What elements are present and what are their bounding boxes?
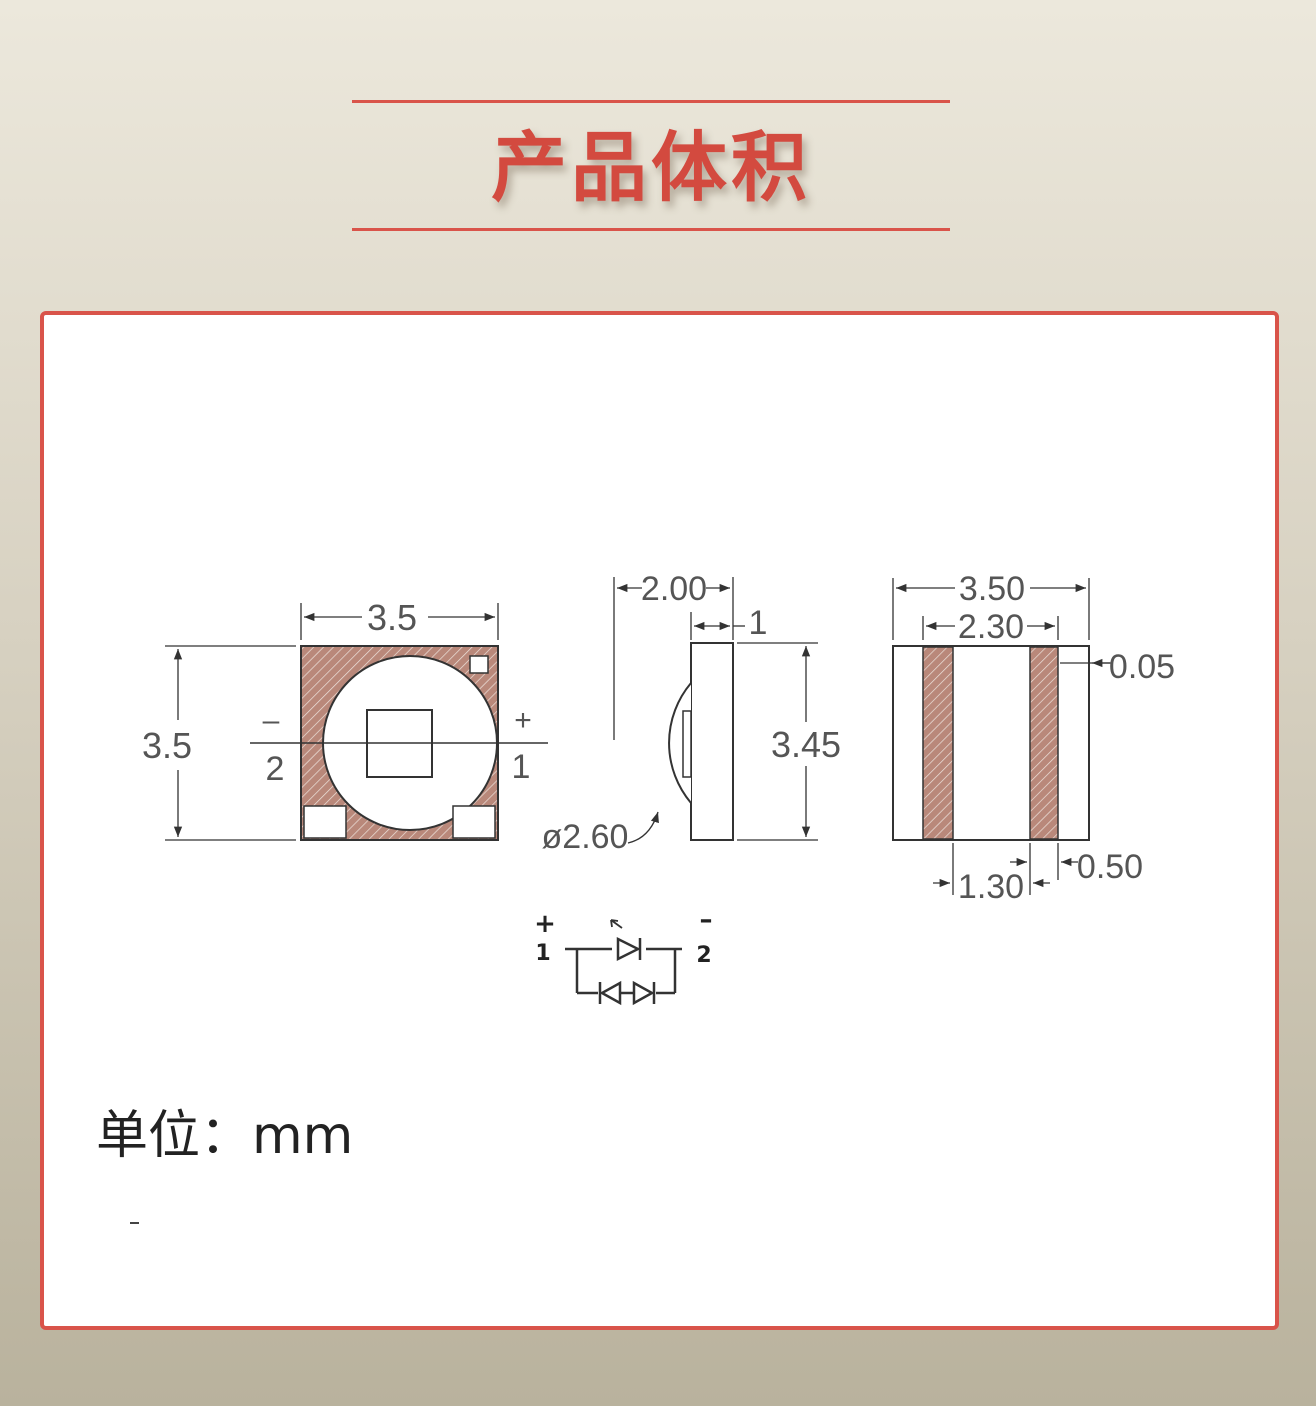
bottom-pad-gap-dim: 1.30: [958, 868, 1024, 906]
top-pin-left: 2: [266, 750, 285, 788]
bottom-pad-width-dim: 0.50: [1077, 848, 1143, 886]
top-view: [165, 603, 548, 841]
corner-pad-left: [303, 805, 347, 839]
tvs-diode-right-icon: [632, 980, 655, 1006]
top-height-dim: 3.5: [142, 725, 192, 766]
top-plus-sign: +: [514, 704, 532, 737]
corner-pad-right: [452, 805, 496, 839]
stray-dash: [130, 1222, 139, 1224]
schematic-minus-sign: –: [700, 905, 713, 935]
bottom-pad-right: [1029, 646, 1059, 840]
schematic-plus-sign: +: [534, 909, 556, 939]
led-diode-icon: [616, 936, 641, 962]
top-pin-right: 1: [512, 748, 531, 786]
bottom-inner-dim: 2.30: [958, 608, 1024, 646]
top-minus-sign: –: [263, 704, 280, 737]
bottom-gap-dim: 0.05: [1109, 648, 1175, 686]
side-view: [613, 577, 818, 844]
side-lens-dim: ø2.60: [542, 818, 629, 856]
schematic-pin-right: 2: [696, 943, 711, 968]
title-rule-top: [352, 100, 950, 103]
top-width-dim: 3.5: [367, 597, 417, 638]
circuit-schematic: [565, 919, 682, 1006]
page-title: 产品体积: [491, 123, 811, 212]
bottom-width-dim: 3.50: [959, 570, 1025, 608]
side-base-dim: 1: [749, 604, 768, 642]
side-depth-dim: 2.00: [641, 570, 707, 608]
title-rule-bottom: [352, 228, 950, 231]
side-base: [690, 642, 734, 841]
bottom-pad-left: [922, 646, 954, 840]
side-die: [682, 710, 692, 778]
tvs-diode-left-icon: [599, 980, 622, 1006]
unit-label: 单位：mm: [96, 1106, 354, 1166]
light-emission-icon: [610, 919, 623, 929]
side-height-dim: 3.45: [771, 724, 841, 765]
schematic-pin-left: 1: [535, 941, 550, 966]
polarity-mark: [469, 655, 489, 674]
bottom-view: [892, 578, 1113, 895]
